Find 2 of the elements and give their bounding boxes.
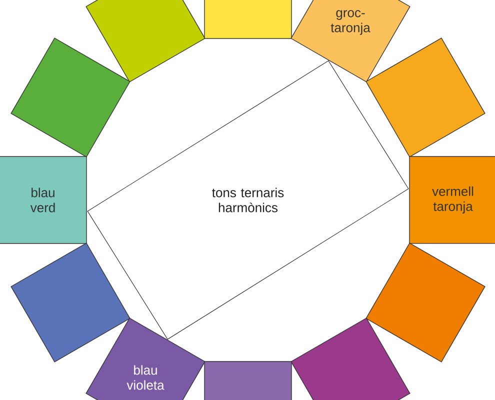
color-square [290,318,410,400]
color-square [204,361,292,400]
